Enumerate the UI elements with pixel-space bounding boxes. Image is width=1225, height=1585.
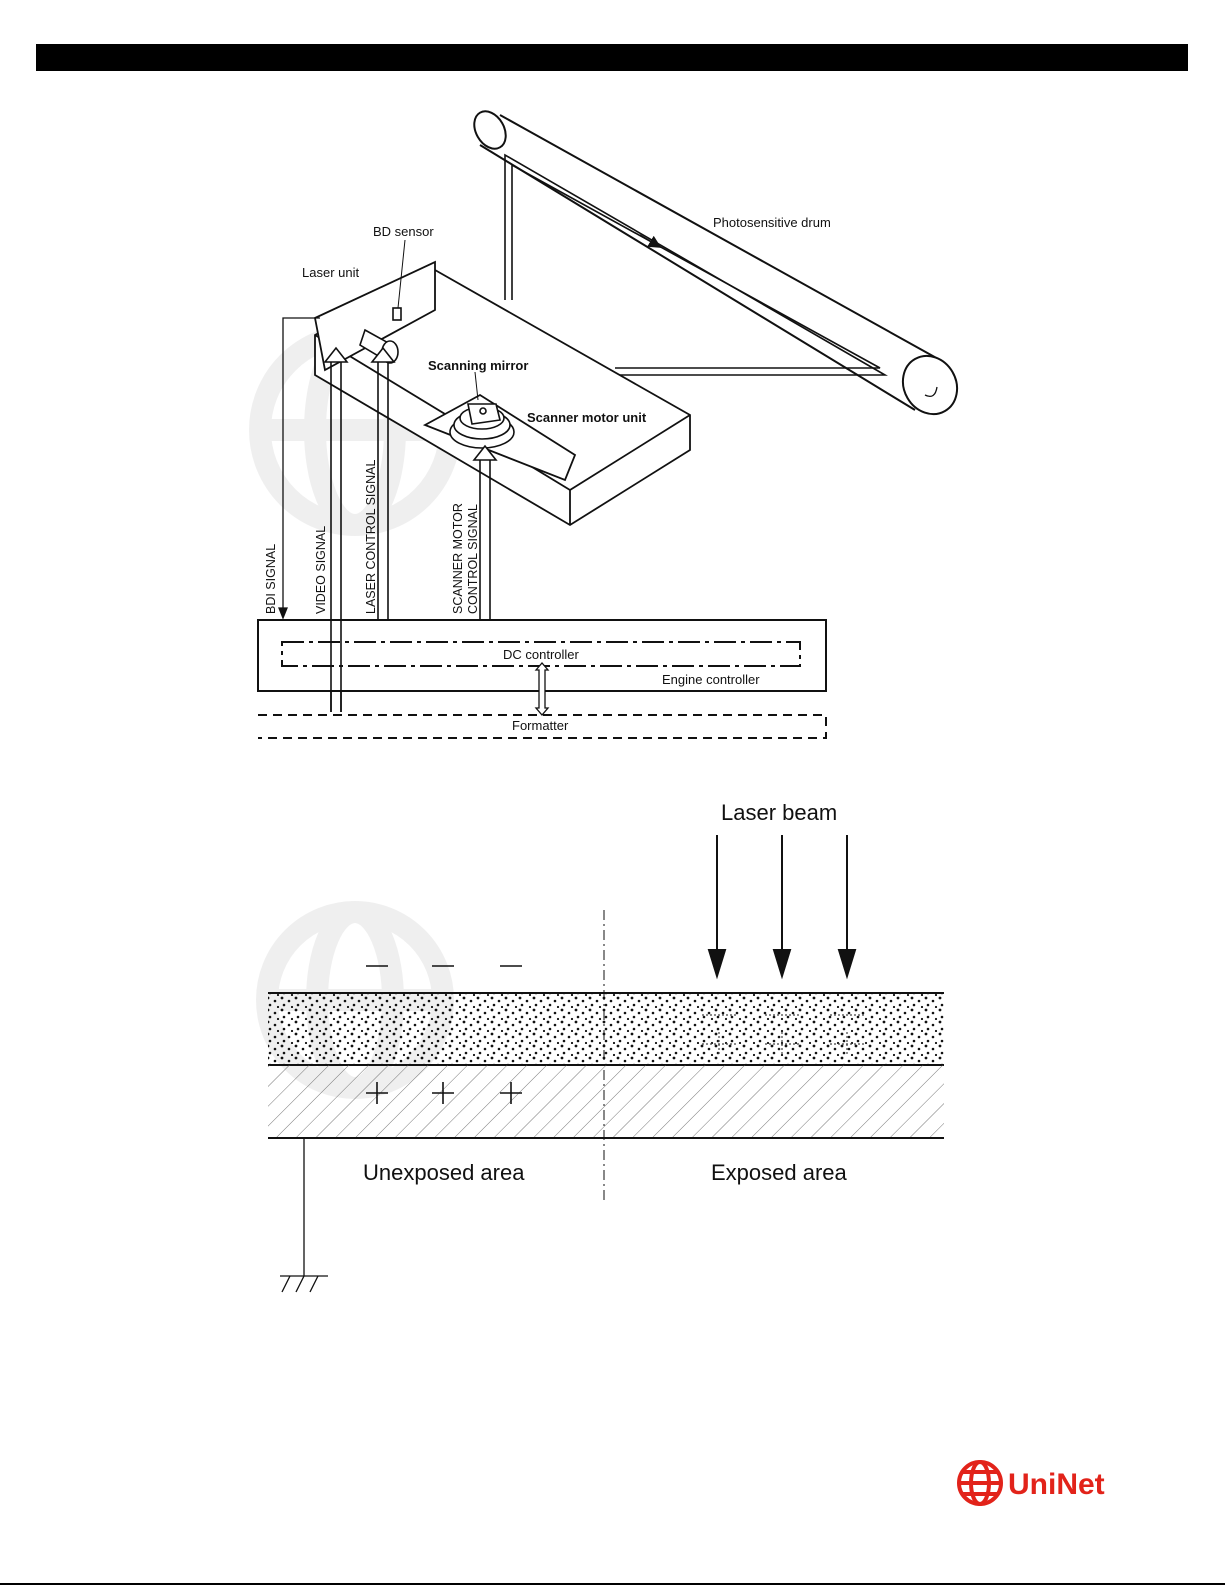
- dc-controller-label: DC controller: [503, 647, 580, 662]
- ground-icon: [280, 1138, 328, 1292]
- exposure-diagram: Laser beam Unexposed area Exposed area: [0, 780, 1225, 1340]
- logo-text: UniNet: [1008, 1468, 1105, 1501]
- photoconductive-layer: [268, 993, 944, 1065]
- scanning-mirror-label: Scanning mirror: [428, 358, 528, 373]
- photosensitive-drum-label: Photosensitive drum: [713, 215, 831, 230]
- substrate-layer: [268, 1065, 944, 1138]
- video-signal-label: VIDEO SIGNAL: [314, 526, 328, 614]
- formatter-label: Formatter: [512, 718, 569, 733]
- unexposed-area-label: Unexposed area: [363, 1160, 525, 1185]
- laser-scanner-diagram: Photosensitive drum BD sensor Laser unit…: [0, 0, 1225, 760]
- engine-controller-label: Engine controller: [662, 672, 760, 687]
- scanner-motor-unit-label: Scanner motor unit: [527, 410, 647, 425]
- bd-sensor-label: BD sensor: [373, 224, 434, 239]
- exposed-area-label: Exposed area: [711, 1160, 848, 1185]
- scanner-motor-signal-label-1: SCANNER MOTOR: [451, 503, 465, 614]
- laser-beam-label: Laser beam: [721, 800, 837, 825]
- globe-icon: [959, 1462, 1001, 1504]
- laser-control-signal-label: LASER CONTROL SIGNAL: [364, 460, 378, 614]
- bdi-signal-label: BDI SIGNAL: [264, 544, 278, 614]
- uninet-logo: UniNet: [956, 1458, 1156, 1508]
- laser-beam-arrows: [709, 835, 855, 976]
- scanner-motor-signal-label-2: CONTROL SIGNAL: [466, 504, 480, 614]
- laser-unit-label: Laser unit: [302, 265, 359, 280]
